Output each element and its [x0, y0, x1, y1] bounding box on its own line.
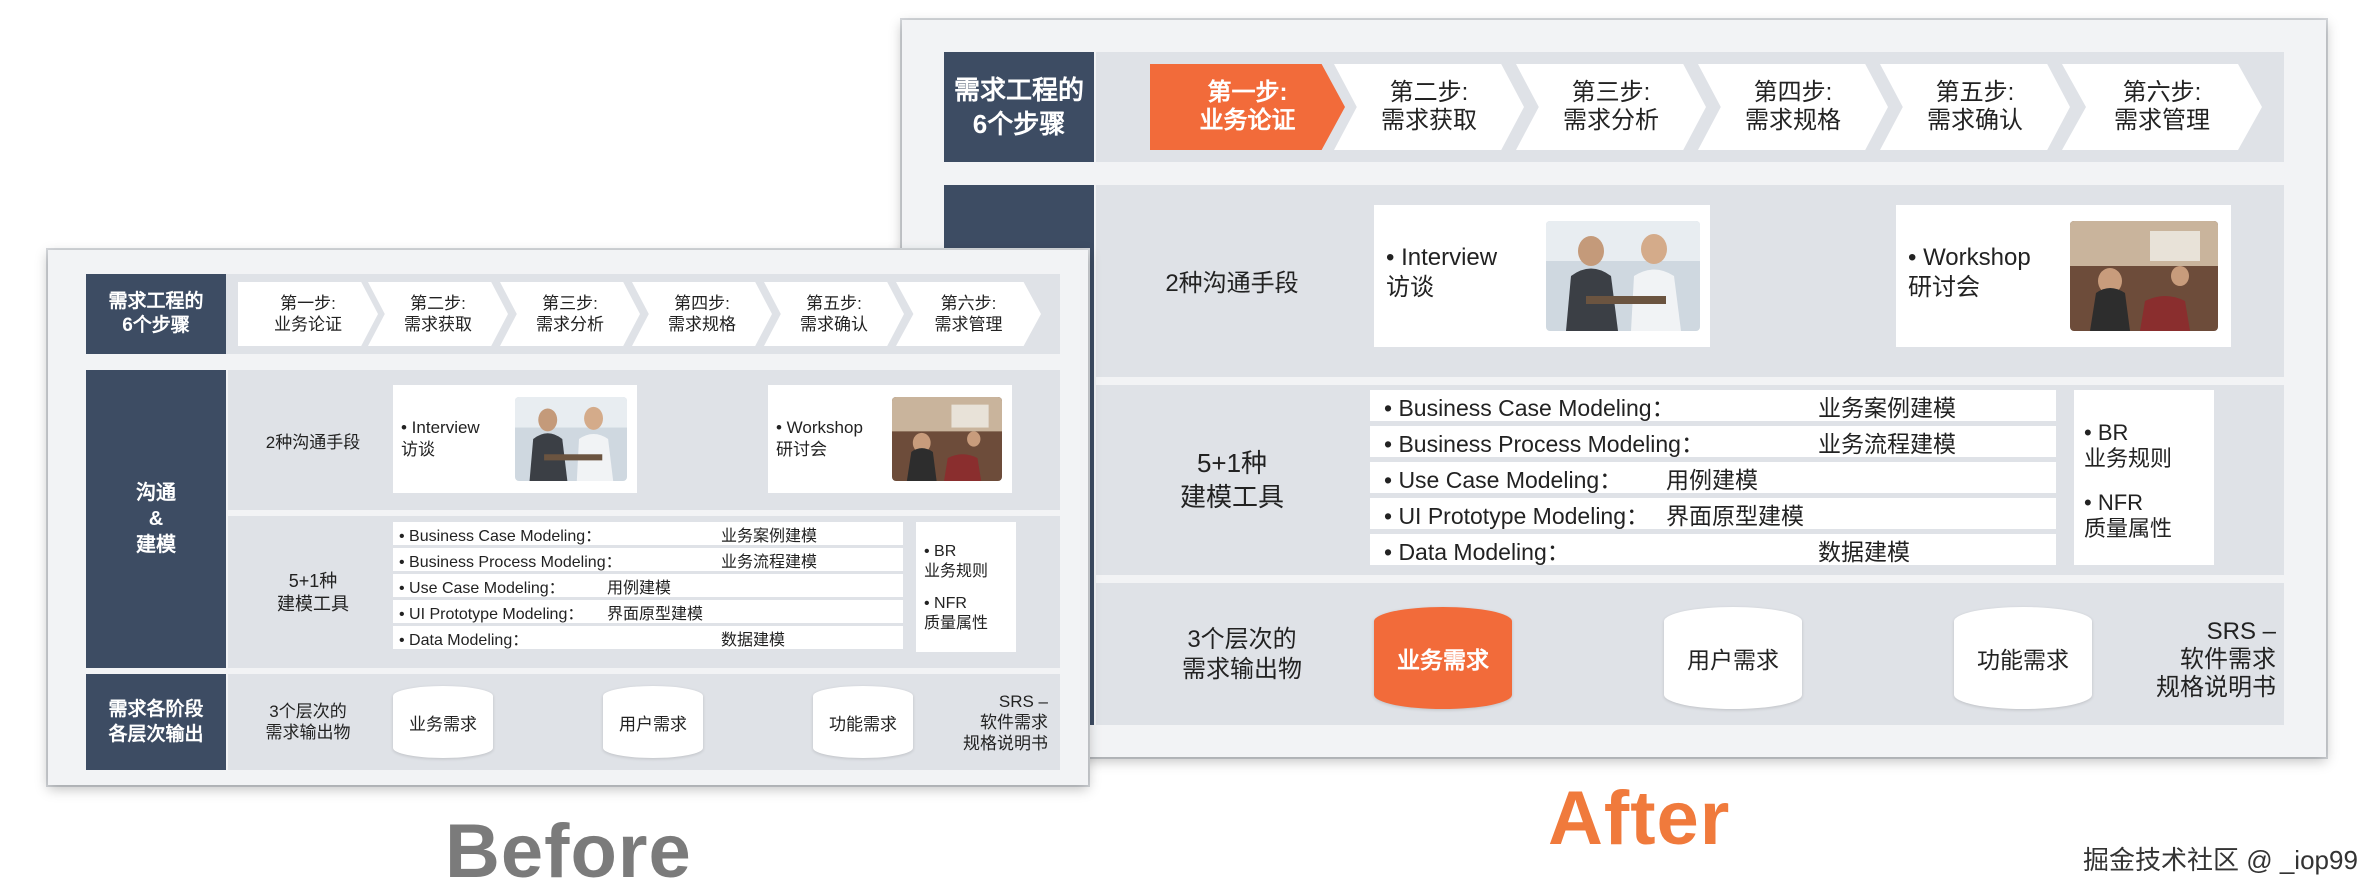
before-interview-text: • Interview 访谈: [401, 418, 480, 459]
after-tool-cn: 用例建模: [1666, 466, 1758, 493]
before-interview-card: • Interview 访谈: [393, 385, 637, 493]
before-step-2[interactable]: 第二步: 需求获取: [368, 282, 508, 346]
before-tool-row: • Data Modeling： 数据建模: [393, 626, 903, 649]
watermark: 掘金技术社区 @ _iop99: [2083, 845, 2358, 875]
after-output-user: 用户需求: [1664, 607, 1802, 709]
after-slide: 需求工程的 6个步骤 第一步: 业务论证 第二步: 需求获取 第三步: 需求分析…: [902, 20, 2326, 757]
before-srs: SRS – 软件需求 规格说明书: [963, 691, 1048, 753]
after-tool-row: • Business Process Modeling： 业务流程建模: [1370, 426, 2056, 457]
before-tool-cn: 业务案例建模: [721, 527, 818, 545]
after-tool-row: • Business Case Modeling： 业务案例建模: [1370, 390, 2056, 421]
after-tool-row: • Use Case Modeling： 用例建模: [1370, 462, 2056, 493]
after-output-functional: 功能需求: [1954, 607, 2092, 709]
before-header-label: 需求工程的 6个步骤: [86, 274, 226, 354]
before-tool-row: • Business Case Modeling： 业务案例建模: [393, 522, 903, 545]
after-tool-row: • Data Modeling： 数据建模: [1370, 534, 2056, 565]
before-step-6[interactable]: 第六步: 需求管理: [896, 282, 1041, 346]
after-step-1[interactable]: 第一步: 业务论证: [1150, 64, 1345, 150]
before-tool-cn: 界面原型建模: [607, 605, 704, 623]
after-workshop-card: • Workshop 研讨会: [1896, 205, 2231, 347]
after-tool-en: • Business Process Modeling：: [1384, 430, 1704, 457]
before-step-3[interactable]: 第三步: 需求分析: [500, 282, 640, 346]
before-rules-card: • BR 业务规则 • NFR 质量属性: [916, 522, 1016, 652]
after-tool-cn: 业务流程建模: [1818, 430, 1956, 457]
before-output-user: 用户需求: [603, 686, 703, 758]
workshop-photo: [2070, 221, 2218, 331]
after-step-3[interactable]: 第三步: 需求分析: [1516, 64, 1706, 150]
after-header-label: 需求工程的 6个步骤: [944, 52, 1094, 162]
before-output-business: 业务需求: [393, 686, 493, 758]
after-tool-row: • UI Prototype Modeling： 界面原型建模: [1370, 498, 2056, 529]
after-tools-label: 5+1种 建模工具: [1179, 448, 1284, 512]
after-tool-cn: 数据建模: [1818, 538, 1910, 565]
before-tool-cn: 用例建模: [607, 579, 672, 597]
after-interview-card: • Interview 访谈: [1374, 205, 1710, 347]
before-tool-row: • Use Case Modeling： 用例建模: [393, 574, 903, 597]
before-step-5[interactable]: 第五步: 需求确认: [764, 282, 904, 346]
before-tool-en: • Use Case Modeling：: [399, 579, 565, 597]
after-nfr: • NFR 质量属性: [2084, 490, 2173, 541]
before-tool-cn: 数据建模: [721, 631, 786, 649]
workshop-photo: [892, 397, 1002, 481]
before-tool-cn: 业务流程建模: [721, 553, 818, 571]
after-rules-card: • BR 业务规则 • NFR 质量属性: [2074, 390, 2214, 565]
after-tool-en: • Use Case Modeling：: [1384, 466, 1623, 493]
after-step-2[interactable]: 第二步: 需求获取: [1334, 64, 1524, 150]
after-caption: After: [1548, 776, 1731, 861]
after-srs: SRS – 软件需求 规格说明书: [2156, 618, 2276, 701]
after-comm-label: 2种沟通手段: [1165, 269, 1299, 297]
after-tool-en: • Business Case Modeling：: [1384, 394, 1675, 421]
before-output-label: 需求各阶段 各层次输出: [86, 674, 226, 770]
after-step-5[interactable]: 第五步: 需求确认: [1880, 64, 2070, 150]
before-tool-en: • Business Case Modeling：: [399, 527, 602, 545]
after-step-6[interactable]: 第六步: 需求管理: [2062, 64, 2262, 150]
before-tool-en: • Data Modeling：: [399, 631, 529, 649]
before-levels-label: 3个层次的 需求输出物: [265, 702, 351, 742]
before-tool-row: • Business Process Modeling： 业务流程建模: [393, 548, 903, 571]
before-side-label: 沟通 & 建模: [86, 370, 226, 668]
before-tool-row: • UI Prototype Modeling： 界面原型建模: [393, 600, 903, 623]
before-workshop-text: • Workshop 研讨会: [776, 418, 863, 459]
before-tool-en: • UI Prototype Modeling：: [399, 605, 584, 623]
before-caption: Before: [445, 809, 692, 894]
before-slide: 需求工程的 6个步骤 第一步: 业务论证 第二步: 需求获取 第三步: 需求分析…: [48, 250, 1088, 785]
before-output-functional: 功能需求: [813, 686, 913, 758]
after-br: • BR 业务规则: [2084, 420, 2173, 471]
after-output-business: 业务需求: [1374, 607, 1512, 709]
after-tool-cn: 界面原型建模: [1666, 502, 1804, 529]
before-tool-en: • Business Process Modeling：: [399, 553, 622, 571]
before-comm-label: 2种沟通手段: [265, 432, 361, 452]
before-workshop-card: • Workshop 研讨会: [768, 385, 1012, 493]
interview-photo: [515, 397, 627, 481]
after-tool-en: • UI Prototype Modeling：: [1384, 502, 1650, 529]
before-nfr: • NFR 质量属性: [924, 595, 989, 632]
before-step-1[interactable]: 第一步: 业务论证: [238, 282, 378, 346]
after-tool-en: • Data Modeling：: [1384, 538, 1570, 565]
after-levels-label: 3个层次的 需求输出物: [1182, 626, 1302, 683]
after-tool-cn: 业务案例建模: [1818, 394, 1956, 421]
before-tools-label: 5+1种 建模工具: [277, 571, 349, 614]
after-step-4[interactable]: 第四步: 需求规格: [1698, 64, 1888, 150]
before-br: • BR 业务规则: [924, 543, 989, 580]
interview-photo: [1546, 221, 1700, 331]
before-step-4[interactable]: 第四步: 需求规格: [632, 282, 772, 346]
after-interview-text: • Interview 访谈: [1386, 244, 1498, 301]
after-workshop-text: • Workshop 研讨会: [1908, 244, 2031, 301]
